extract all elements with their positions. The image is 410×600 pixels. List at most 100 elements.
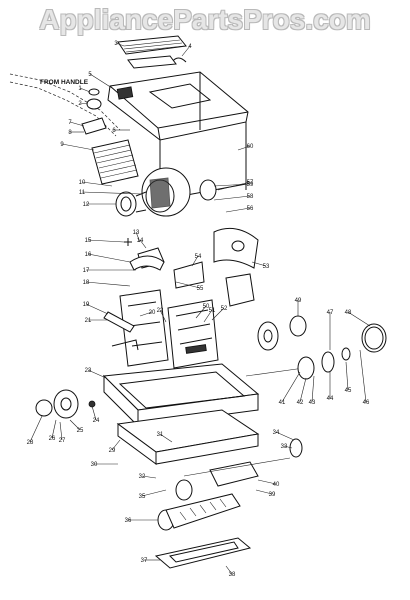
- motor-brush: [199, 179, 217, 201]
- drive-gear: [289, 315, 307, 337]
- fan-cover: [129, 255, 165, 271]
- leader-line: [225, 207, 251, 213]
- leader-line: [115, 42, 125, 47]
- callout-45: 45: [345, 388, 352, 394]
- wheel-hubcap-left: [35, 399, 53, 417]
- leader-line: [51, 419, 57, 439]
- callout-50: 50: [203, 304, 210, 310]
- top-housing: [107, 71, 249, 141]
- leader-line: [85, 303, 109, 315]
- callout-47: 47: [327, 310, 334, 316]
- callout-12: 12: [83, 202, 90, 208]
- callout-54: 54: [195, 254, 202, 260]
- leader-line: [69, 121, 85, 127]
- leader-line: [257, 479, 277, 485]
- leader-line: [61, 143, 95, 151]
- callout-21: 21: [85, 318, 92, 324]
- bottom-plate: [116, 409, 260, 465]
- rear-wheel-right: [257, 321, 279, 351]
- leader-line: [81, 191, 143, 195]
- callout-20: 20: [149, 310, 156, 316]
- callout-3: 3: [114, 41, 118, 47]
- end-cap-right: [289, 438, 303, 458]
- callout-29: 29: [109, 448, 116, 454]
- callout-34: 34: [273, 430, 280, 436]
- callout-39: 39: [269, 492, 276, 498]
- callout-1: 1: [78, 86, 82, 92]
- sole-plate: [154, 537, 252, 569]
- leader-line: [79, 102, 89, 105]
- drive-hub: [321, 351, 335, 373]
- filter-plate: [127, 55, 177, 69]
- leader-line: [89, 73, 113, 89]
- bellows-hose: [91, 139, 139, 185]
- leader-line: [141, 475, 157, 479]
- right-bracket: [213, 227, 259, 269]
- callout-30: 30: [91, 462, 98, 468]
- drive-washer: [341, 347, 351, 361]
- callout-6: 6: [112, 128, 116, 134]
- callout-19: 19: [83, 302, 90, 308]
- callout-9: 9: [60, 142, 64, 148]
- callout-18: 18: [83, 280, 90, 286]
- callout-48: 48: [345, 310, 352, 316]
- mount-screw: [124, 238, 132, 246]
- callout-8: 8: [68, 130, 72, 136]
- axle-41: [245, 367, 305, 377]
- drive-pulley: [297, 356, 315, 380]
- leader-line: [29, 415, 43, 443]
- callout-7: 7: [68, 120, 72, 126]
- leader-line: [213, 183, 251, 187]
- callout-52: 52: [221, 306, 228, 312]
- leader-line: [139, 311, 153, 317]
- callout-32: 32: [139, 474, 146, 480]
- leader-line: [111, 439, 121, 451]
- callout-16: 16: [85, 252, 92, 258]
- callout-49: 49: [295, 298, 302, 304]
- leader-line: [251, 261, 267, 267]
- callout-2: 2: [78, 101, 82, 107]
- leader-line: [87, 369, 107, 379]
- from-handle-label: FROM HANDLE: [40, 79, 89, 86]
- brush-roll: [157, 479, 241, 531]
- leader-line: [281, 371, 301, 403]
- leader-line: [159, 433, 173, 443]
- leader-line: [59, 421, 63, 441]
- callout-27: 27: [59, 438, 66, 444]
- leader-lines: [29, 42, 371, 575]
- callout-26: 26: [49, 436, 56, 442]
- callout-44: 44: [327, 396, 334, 402]
- leader-line: [255, 489, 273, 495]
- cord-hook: [225, 273, 255, 307]
- callout-15: 15: [85, 238, 92, 244]
- callout-57: 57: [247, 180, 254, 186]
- leader-line: [181, 45, 191, 57]
- callout-24: 24: [93, 418, 100, 424]
- leader-line: [217, 181, 251, 191]
- leader-line: [275, 431, 295, 441]
- leader-line: [85, 281, 131, 287]
- leader-line: [87, 253, 131, 263]
- leader-line: [191, 255, 199, 267]
- rear-wheel-left: [53, 389, 79, 419]
- drive-ring: [361, 323, 387, 353]
- leader-line: [203, 309, 213, 323]
- callout-60: 60: [247, 144, 254, 150]
- leader-line: [359, 349, 367, 403]
- callout-58: 58: [247, 194, 254, 200]
- callout-43: 43: [309, 400, 316, 406]
- belt-guard: [209, 461, 259, 487]
- leader-line: [347, 311, 371, 327]
- callout-38: 38: [229, 572, 236, 578]
- leader-line: [213, 195, 251, 201]
- callout-53: 53: [263, 264, 270, 270]
- leader-line: [175, 281, 201, 289]
- leader-line: [211, 307, 225, 321]
- callout-55: 55: [197, 286, 204, 292]
- leader-line: [345, 361, 349, 391]
- brush-axle: [183, 457, 291, 477]
- callout-35: 35: [139, 494, 146, 500]
- callout-4: 4: [188, 44, 192, 50]
- callout-25: 25: [77, 428, 84, 434]
